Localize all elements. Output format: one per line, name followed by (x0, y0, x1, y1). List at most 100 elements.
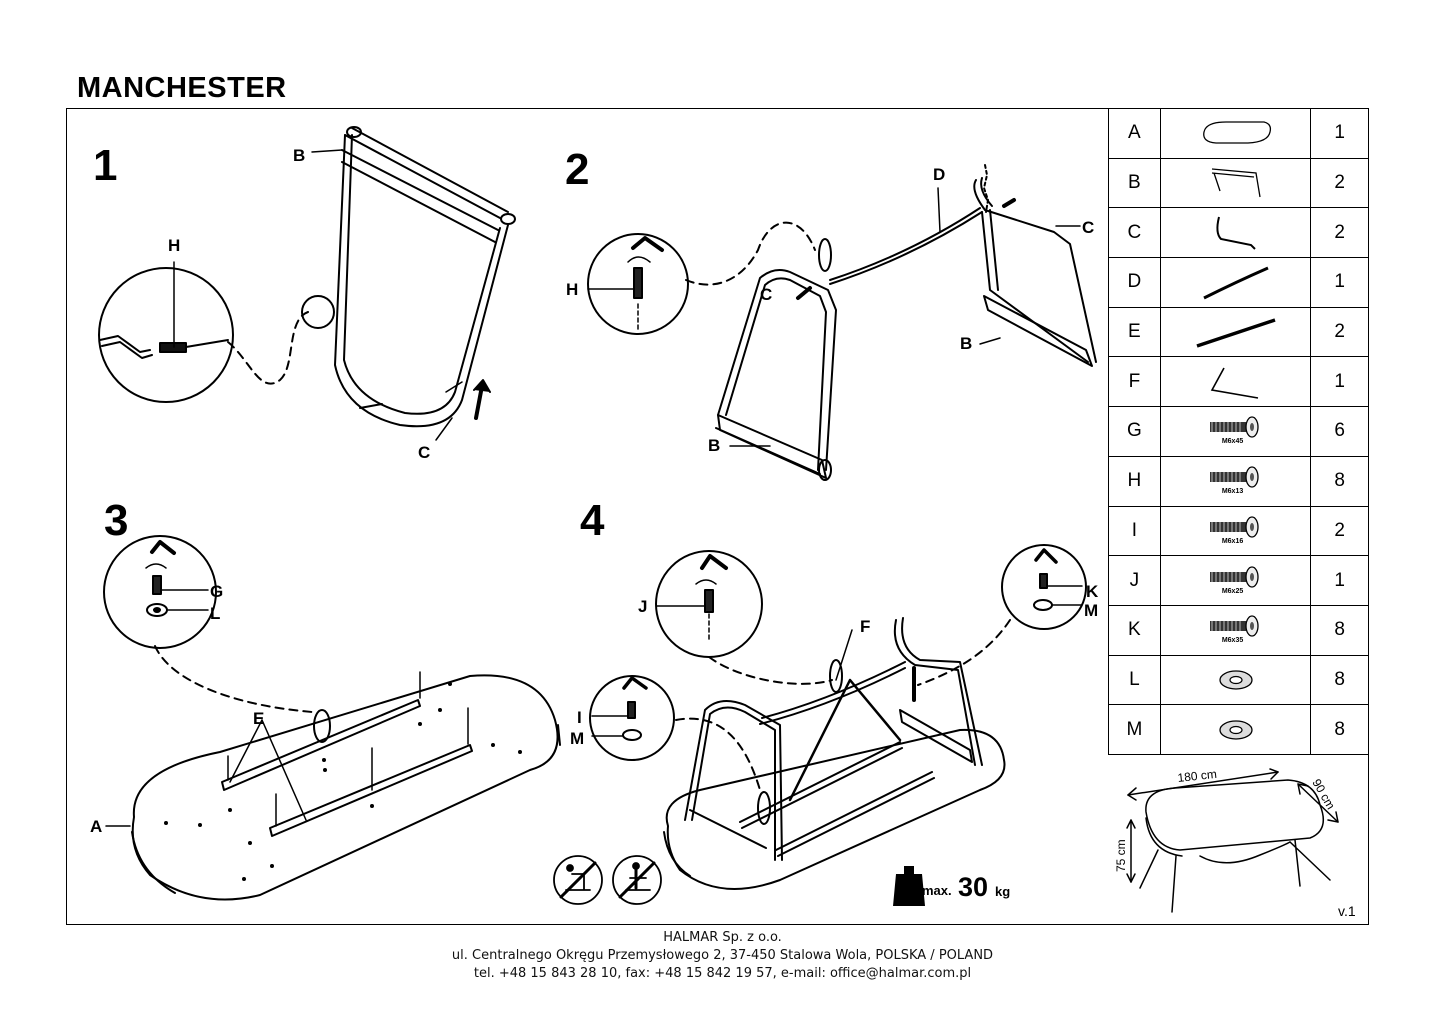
screw-size: M6x35 (1221, 637, 1244, 645)
part-image: M6x16 (1159, 505, 1312, 557)
rod-icon (1161, 262, 1311, 302)
label-c: C (1082, 218, 1094, 237)
part-image (1159, 257, 1312, 308)
screw-icon (1161, 416, 1311, 439)
screw-size: M6x45 (1221, 438, 1244, 446)
footer-address: ul. Centralnego Okręgu Przemysłowego 2, … (451, 948, 994, 963)
version-label: v.1 (1338, 903, 1356, 919)
step-2-number: 2 (565, 145, 589, 194)
part-letter: K (1108, 604, 1161, 656)
part-image: M6x45 (1159, 406, 1312, 457)
part-letter: G (1108, 406, 1161, 457)
part-image (1159, 207, 1312, 259)
max-load-prefix: max. (922, 883, 952, 898)
step-1-number: 1 (93, 141, 117, 190)
step-1-diagram (98, 126, 516, 441)
part-image (1159, 306, 1312, 358)
part-letter: I (1108, 505, 1161, 557)
part-quantity: 1 (1310, 108, 1369, 159)
label-m: M (1084, 601, 1098, 620)
parts-row: K M6x35 8 (1108, 604, 1369, 656)
label-c: C (760, 285, 772, 304)
step-2-diagram (587, 164, 1097, 481)
part-image (1159, 108, 1312, 159)
screw-size: M6x13 (1221, 488, 1244, 496)
screw-icon (1161, 615, 1311, 637)
label-g: G (210, 582, 223, 601)
screw-size: M6x16 (1221, 537, 1244, 545)
no-standing-icons (553, 855, 662, 905)
part-quantity: 8 (1310, 704, 1369, 755)
parts-row: H M6x13 8 (1108, 455, 1369, 507)
tabletop-icon (1161, 118, 1311, 148)
label-e: E (253, 709, 264, 728)
part-letter: B (1108, 157, 1161, 209)
part-image (1159, 654, 1312, 706)
washer-icon (1161, 665, 1311, 695)
label-f: F (860, 617, 870, 636)
screw-icon (1161, 466, 1311, 488)
part-letter: L (1108, 654, 1161, 706)
screw-icon (1161, 565, 1311, 588)
footer-company: HALMAR Sp. z o.o. (663, 930, 782, 945)
max-load-value: 30 (958, 872, 988, 902)
label-c: C (418, 443, 430, 462)
dimension-depth: 90 cm (1309, 777, 1337, 812)
step-4-number: 4 (580, 496, 605, 545)
page-title: MANCHESTER (77, 72, 287, 104)
part-quantity: 2 (1310, 207, 1369, 259)
part-letter: M (1108, 704, 1161, 755)
label-a: A (90, 817, 102, 836)
part-quantity: 8 (1310, 455, 1369, 507)
label-i: I (577, 708, 582, 727)
part-letter: F (1108, 356, 1161, 408)
part-quantity: 2 (1310, 157, 1369, 209)
instruction-frame (66, 108, 1369, 925)
label-k: K (1086, 582, 1099, 601)
part-image (1159, 356, 1312, 408)
part-quantity: 1 (1310, 555, 1369, 606)
base-frame-icon (1161, 163, 1311, 203)
footer-contact: tel. +48 15 843 28 10, fax: +48 15 842 1… (473, 966, 972, 981)
part-image: M6x35 (1159, 604, 1312, 656)
part-quantity: 8 (1310, 604, 1369, 656)
label-l: L (210, 604, 220, 623)
step-4-diagram (589, 544, 1087, 890)
part-image (1159, 704, 1312, 755)
part-quantity: 2 (1310, 505, 1369, 557)
part-image (1159, 157, 1312, 209)
part-letter: J (1108, 555, 1161, 606)
max-load-unit: kg (995, 884, 1010, 899)
parts-row: I M6x16 2 (1108, 505, 1369, 557)
label-m: M (570, 729, 584, 748)
label-b: B (708, 436, 720, 455)
label-b: B (960, 334, 972, 353)
allen-key-icon (1161, 362, 1311, 402)
part-letter: E (1108, 306, 1161, 358)
dimension-length: 180 cm (1177, 767, 1218, 785)
part-letter: A (1108, 108, 1161, 159)
part-letter: H (1108, 455, 1161, 507)
screw-icon (1161, 516, 1311, 538)
rail-icon (1161, 312, 1311, 352)
label-d: D (933, 165, 945, 184)
screw-size: M6x25 (1221, 587, 1244, 595)
part-image: M6x13 (1159, 455, 1312, 507)
label-j: J (638, 597, 647, 616)
step-3-diagram (103, 535, 561, 901)
label-h: H (566, 280, 578, 299)
dimension-drawing (1126, 768, 1339, 913)
part-quantity: 1 (1310, 257, 1369, 308)
weight-icon (893, 866, 925, 906)
